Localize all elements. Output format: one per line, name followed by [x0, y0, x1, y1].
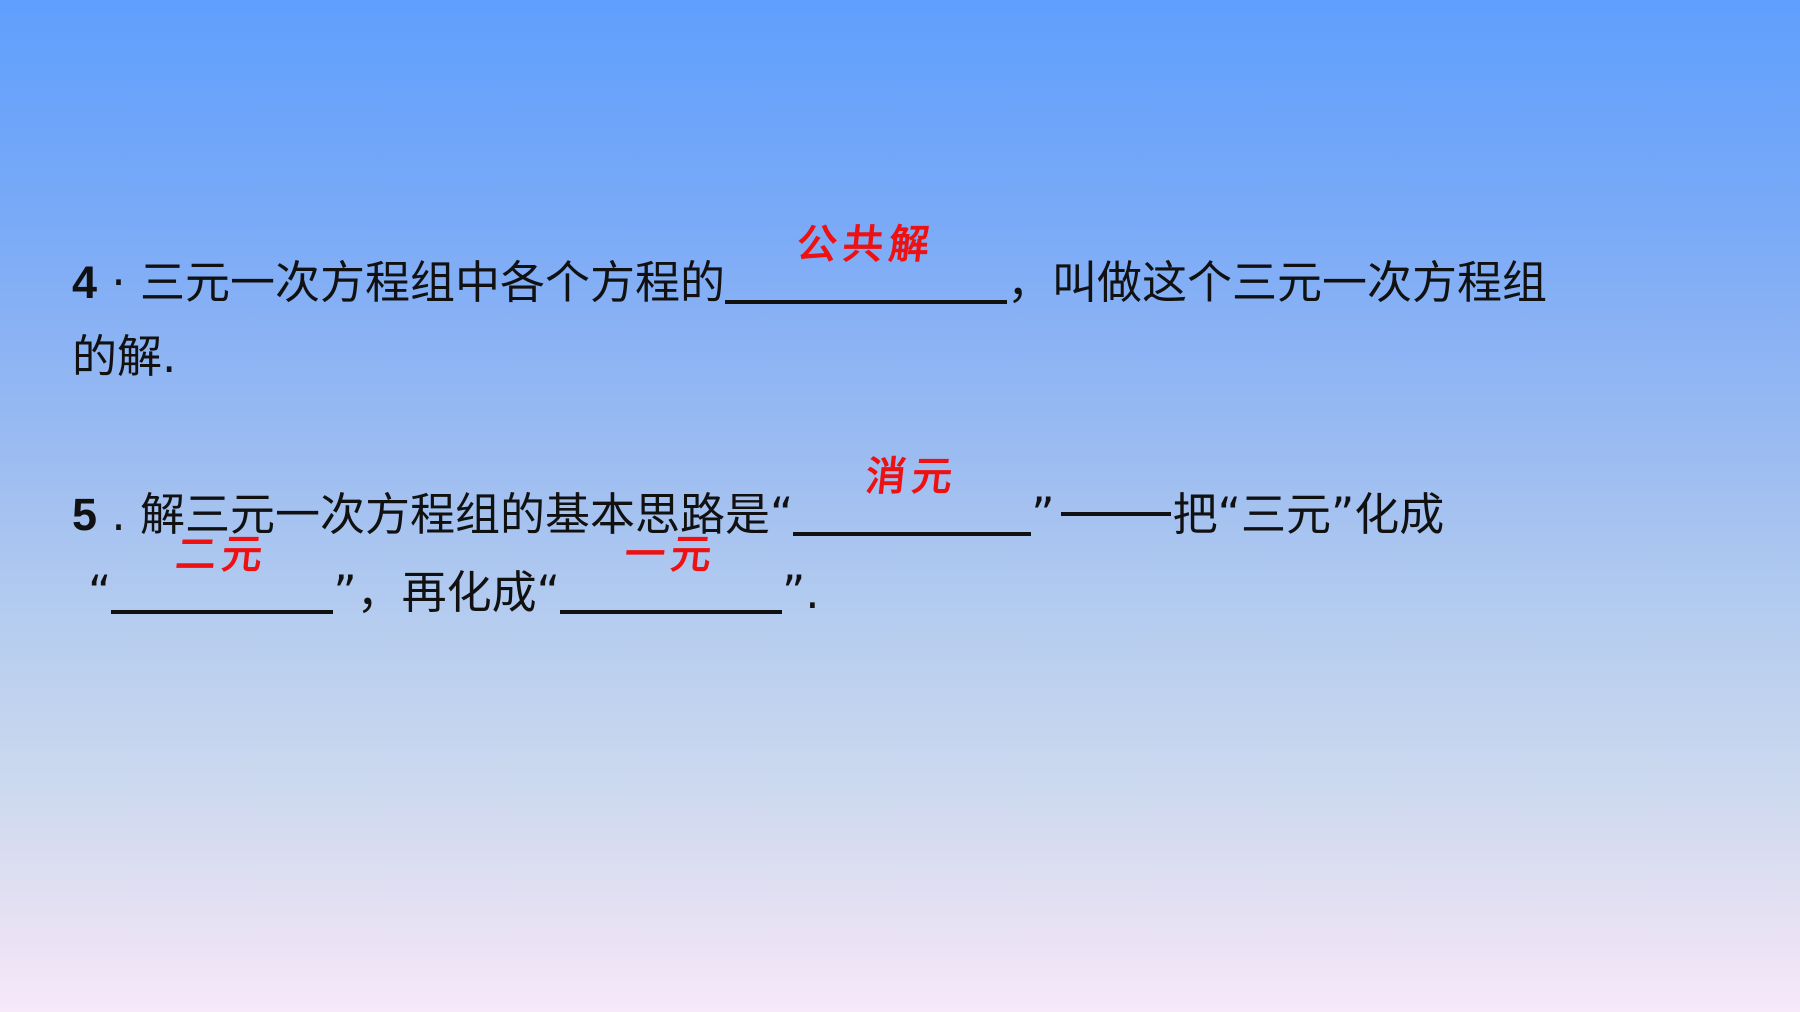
em-dash — [1060, 512, 1171, 516]
question-5-text-1: 解三元一次方程组的基本思路是“ — [139, 488, 794, 541]
question-5-answer-3: 一元 — [622, 531, 720, 578]
question-5-blank-1[interactable]: 消元 — [793, 453, 1032, 536]
question-5-blank-2[interactable]: 二元 — [111, 531, 334, 614]
question-5-answer-2: 二元 — [173, 531, 271, 578]
question-4-text-after: ，叫做这个三元一次方程组 — [1006, 256, 1547, 309]
question-4-text-before: 三元一次方程组中各个方程的 — [139, 256, 725, 309]
question-4-text-line-2: 的解. — [72, 330, 177, 383]
question-4-blank[interactable]: 公共解 — [724, 221, 1007, 304]
question-5-text-3: 把“三元”化成 — [1172, 488, 1445, 541]
question-5-answer-1: 消元 — [863, 453, 961, 500]
question-4-separator: · — [111, 256, 126, 309]
question-5-blank-3[interactable]: 一元 — [559, 531, 782, 614]
question-5-text-2: ” — [1031, 488, 1055, 541]
question-5-text-5: ”，再化成“ — [333, 566, 560, 619]
question-5-number: 5 — [72, 489, 98, 540]
question-5-line-2: “ 二元 ”，再化成“ 一元 ”. — [88, 531, 820, 620]
question-5-text-4: “ — [88, 566, 112, 619]
question-5-text-6: ”. — [781, 566, 820, 619]
question-4-line-2: 的解. — [72, 330, 176, 384]
question-4-number: 4 — [72, 257, 98, 308]
question-5-line-1: 5 . 解三元一次方程组的基本思路是“ 消元 ” 把“三元”化成 — [72, 453, 1445, 542]
question-4-answer: 公共解 — [794, 221, 938, 268]
question-5-separator: . — [111, 488, 126, 541]
question-4-line-1: 4 · 三元一次方程组中各个方程的 公共解 ，叫做这个三元一次方程组 — [72, 221, 1547, 310]
